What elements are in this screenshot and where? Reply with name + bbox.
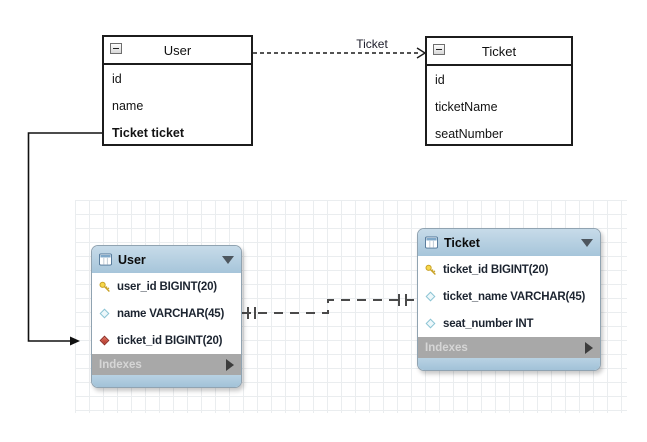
uml-class-title: User bbox=[163, 42, 192, 58]
er-column-label: ticket_name VARCHAR(45) bbox=[443, 290, 586, 303]
er-table-title: Ticket bbox=[444, 235, 480, 250]
er-table-user-header[interactable]: User bbox=[92, 246, 241, 273]
diamond-outline-icon bbox=[424, 317, 437, 330]
table-icon bbox=[425, 236, 438, 249]
er-table-title: User bbox=[118, 252, 146, 267]
er-table-ticket-header[interactable]: Ticket bbox=[418, 229, 600, 256]
uml-class-user-header[interactable]: User bbox=[104, 37, 251, 65]
uml-field[interactable]: Ticket ticket bbox=[112, 125, 185, 140]
er-column-label: user_id BIGINT(20) bbox=[117, 280, 217, 293]
er-column-row[interactable]: ticket_name VARCHAR(45) bbox=[418, 283, 600, 310]
chevron-right-icon[interactable] bbox=[585, 341, 593, 354]
chevron-down-icon[interactable] bbox=[581, 238, 593, 247]
er-column-row[interactable]: user_id BIGINT(20) bbox=[92, 273, 241, 300]
uml-to-er-arrow[interactable] bbox=[27, 132, 103, 346]
uml-field[interactable]: seatNumber bbox=[435, 126, 504, 141]
uml-class-title: Ticket bbox=[481, 43, 517, 59]
er-column-label: ticket_id BIGINT(20) bbox=[443, 263, 549, 276]
diamond-outline-icon bbox=[98, 307, 111, 320]
er-column-label: name VARCHAR(45) bbox=[117, 307, 225, 320]
er-column-row[interactable]: seat_number INT bbox=[418, 310, 600, 337]
chevron-right-icon[interactable] bbox=[226, 358, 234, 371]
uml-field[interactable]: id bbox=[435, 72, 445, 87]
diamond-outline-icon bbox=[424, 290, 437, 303]
er-column-label: ticket_id BIGINT(20) bbox=[117, 334, 223, 347]
diamond-filled-icon bbox=[98, 334, 111, 347]
er-column-label: seat_number INT bbox=[443, 317, 534, 330]
er-table-user[interactable]: User user_id BIGINT(20) name VARCHAR(45)… bbox=[91, 245, 242, 388]
uml-class-user[interactable]: User id name Ticket ticket bbox=[102, 35, 253, 146]
uml-class-ticket[interactable]: Ticket id ticketName seatNumber bbox=[425, 36, 573, 146]
er-indexes-footer[interactable]: Indexes bbox=[418, 337, 600, 358]
er-column-row[interactable]: name VARCHAR(45) bbox=[92, 300, 241, 327]
table-bottom-bar bbox=[418, 358, 600, 370]
er-indexes-footer[interactable]: Indexes bbox=[92, 354, 241, 375]
er-column-row[interactable]: ticket_id BIGINT(20) bbox=[418, 256, 600, 283]
key-icon bbox=[98, 280, 111, 293]
key-icon bbox=[424, 263, 437, 276]
uml-association-line[interactable] bbox=[253, 47, 427, 59]
indexes-label: Indexes bbox=[99, 358, 142, 371]
er-relationship-line[interactable] bbox=[242, 294, 417, 319]
er-column-row[interactable]: ticket_id BIGINT(20) bbox=[92, 327, 241, 354]
uml-field[interactable]: name bbox=[112, 98, 144, 113]
chevron-down-icon[interactable] bbox=[222, 255, 234, 264]
er-table-ticket[interactable]: Ticket ticket_id BIGINT(20) ticket_name … bbox=[417, 228, 601, 371]
uml-class-ticket-header[interactable]: Ticket bbox=[427, 38, 571, 66]
table-icon bbox=[99, 253, 112, 266]
association-label: Ticket bbox=[356, 37, 388, 51]
uml-field[interactable]: id bbox=[112, 71, 122, 86]
uml-field[interactable]: ticketName bbox=[435, 99, 498, 114]
table-bottom-bar bbox=[92, 375, 241, 387]
collapse-minus-icon[interactable] bbox=[433, 44, 445, 55]
indexes-label: Indexes bbox=[425, 341, 468, 354]
collapse-minus-icon[interactable] bbox=[110, 43, 122, 54]
